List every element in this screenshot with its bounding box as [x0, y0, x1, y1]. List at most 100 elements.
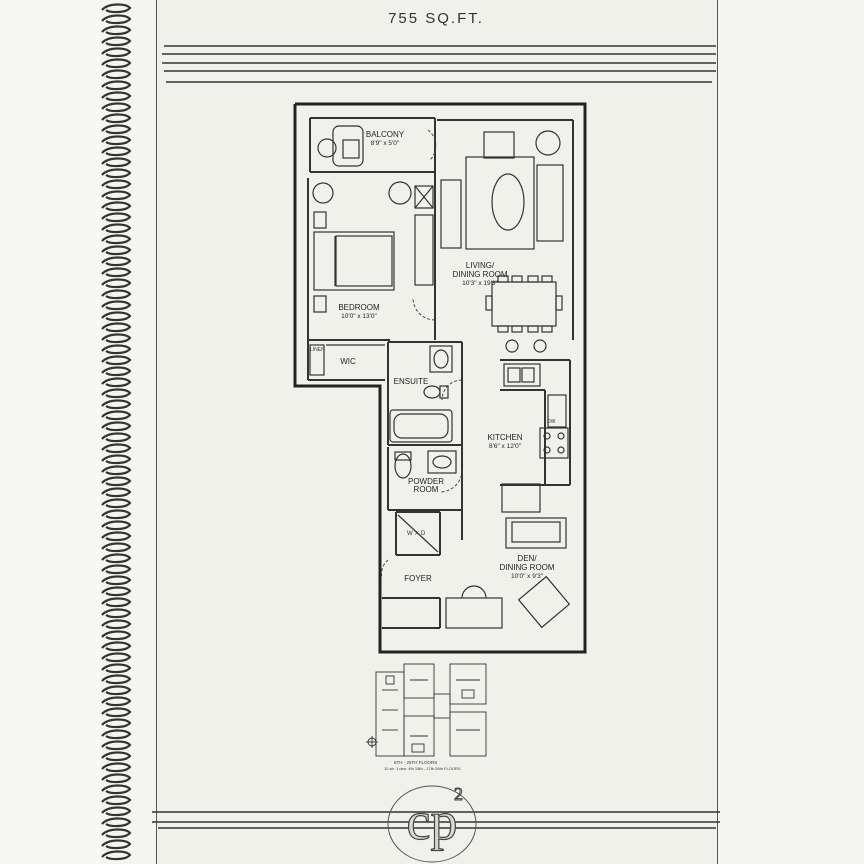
room-label-ensuite: ENSUITE [393, 377, 429, 386]
interior-walls [307, 117, 574, 629]
binding-coil [101, 729, 132, 740]
binding-coil [101, 410, 132, 421]
living-furniture [440, 130, 564, 333]
keyplan-subcaption: 10 sfr. 1 den, 4th 15th - 17th 26th FLOO… [384, 766, 461, 771]
binding-coil [101, 432, 132, 443]
binding-coil [101, 839, 132, 850]
room-label-living: LIVING/ DINING ROOM 10'3" x 19'3" [452, 261, 508, 287]
binding-coil [101, 817, 132, 828]
floorplan-sheet [156, 0, 718, 864]
binding-coil [101, 498, 132, 509]
binding-coil [101, 542, 132, 553]
binding-coil [101, 14, 132, 25]
logo-text: cp [406, 790, 458, 851]
binding-coil [101, 36, 132, 47]
binding-coil [101, 751, 132, 762]
binding-coil [101, 355, 132, 366]
binding-coil [101, 487, 132, 498]
binding-coil [101, 311, 132, 322]
room-label-linen: LINEN [310, 347, 325, 353]
binding-coil [101, 366, 132, 377]
room-label-bedroom: BEDROOM 10'0" x 13'0" [338, 303, 380, 320]
binding-coil [101, 707, 132, 718]
binding-coil [101, 234, 132, 245]
binding-coil [101, 25, 132, 36]
binding-coil [101, 608, 132, 619]
binding-coil [101, 124, 132, 135]
room-label-den: DEN/ DINING ROOM 10'0" x 9'3" [499, 554, 555, 580]
room-label-powder: POWDER ROOM [408, 477, 444, 494]
binding-coil [101, 421, 132, 432]
binding-coil [101, 476, 132, 487]
binding-coil [101, 201, 132, 212]
binding-coil [101, 245, 132, 256]
binding-coil [101, 80, 132, 91]
binding-coil [101, 806, 132, 817]
binding-coil [101, 586, 132, 597]
binding-coil [101, 3, 132, 14]
binding-coil [101, 58, 132, 69]
binding-coil [101, 146, 132, 157]
bath-fixtures [389, 345, 457, 553]
binding-coil [101, 344, 132, 355]
den-furniture [445, 517, 571, 629]
appliance-label-dw: DW [547, 419, 556, 425]
binding-coil [101, 630, 132, 641]
binding-coil [101, 157, 132, 168]
binding-coil [101, 531, 132, 542]
binding-coil [101, 289, 132, 300]
binding-coil [101, 784, 132, 795]
binding-coil [101, 553, 132, 564]
binding-coil [101, 223, 132, 234]
room-label-wic: WIC [340, 357, 356, 366]
spiral-binding [101, 3, 132, 861]
binding-coil [101, 300, 132, 311]
title-band-top [162, 45, 716, 83]
title-band-bottom [152, 811, 720, 829]
binding-coil [101, 718, 132, 729]
binding-coil [101, 828, 132, 839]
binding-coil [101, 267, 132, 278]
binding-coil [101, 443, 132, 454]
key-plan [366, 663, 487, 757]
binding-coil [101, 773, 132, 784]
page-margin [0, 0, 100, 864]
binding-coil [101, 322, 132, 333]
binding-coil [101, 377, 132, 388]
binding-coil [101, 674, 132, 685]
binding-coil [101, 388, 132, 399]
binding-coil [101, 399, 132, 410]
binding-coil [101, 652, 132, 663]
developer-logo: cp 2 [386, 778, 478, 864]
binding-coil [101, 465, 132, 476]
binding-coil [101, 762, 132, 773]
binding-coil [101, 520, 132, 531]
binding-coil [101, 575, 132, 586]
keyplan-caption: 6TH - 26TH FLOORS [394, 760, 438, 765]
binding-coil [101, 190, 132, 201]
binding-coil [101, 91, 132, 102]
binding-coil [101, 102, 132, 113]
room-label-foyer: FOYER [404, 574, 432, 583]
binding-coil [101, 135, 132, 146]
binding-coil [101, 113, 132, 124]
binding-coil [101, 454, 132, 465]
binding-coil [101, 256, 132, 267]
room-label-balcony: BALCONY 8'9" x 5'0" [365, 130, 405, 147]
binding-coil [101, 278, 132, 289]
binding-coil [101, 47, 132, 58]
binding-coil [101, 850, 132, 861]
room-label-kitchen: KITCHEN 8'6" x 12'0" [487, 433, 523, 450]
exterior-walls [293, 102, 587, 654]
binding-coil [101, 333, 132, 344]
binding-coil [101, 619, 132, 630]
binding-coil [101, 69, 132, 80]
logo-mark [387, 785, 477, 863]
balcony-furniture [317, 125, 364, 167]
binding-coil [101, 696, 132, 707]
binding-coil [101, 212, 132, 223]
binding-coil [101, 179, 132, 190]
bedroom-furniture [309, 181, 434, 376]
binding-coil [101, 564, 132, 575]
